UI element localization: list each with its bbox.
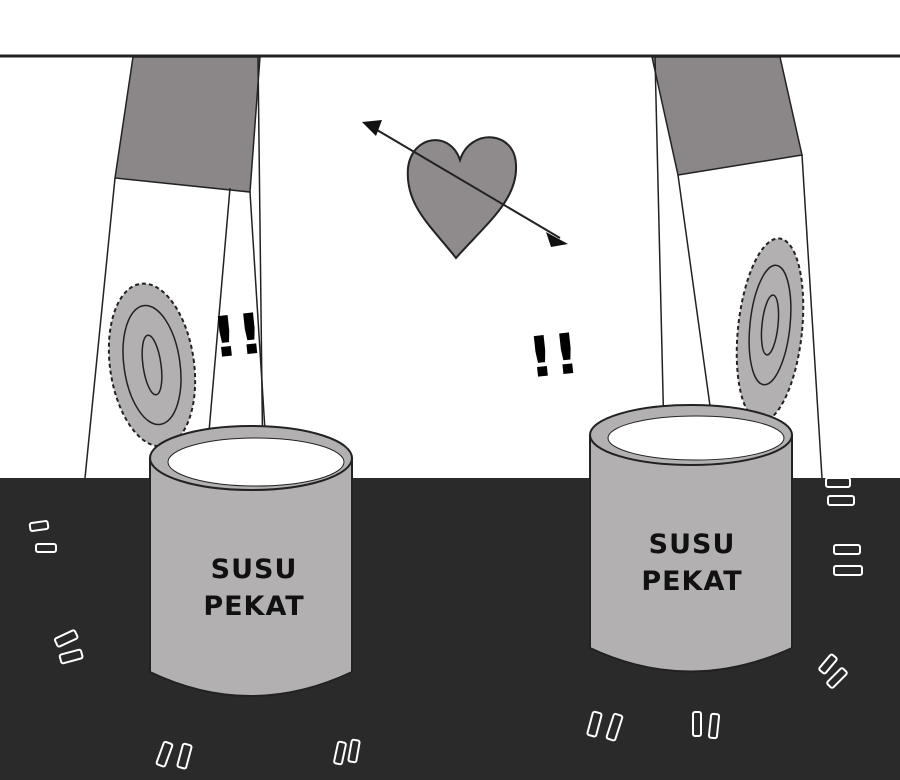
left-can-label-line1: SUSU xyxy=(211,554,298,585)
motion-marks xyxy=(28,477,863,770)
exclamation-left: !! xyxy=(209,301,267,371)
left-can-label-line2: PEKAT xyxy=(203,591,304,622)
left-can: SUSU PEKAT xyxy=(149,425,353,697)
right-can: SUSU PEKAT xyxy=(589,404,793,673)
right-can-label-line2: PEKAT xyxy=(641,566,742,597)
exclamation-right: !! xyxy=(525,321,583,391)
left-can-lid xyxy=(107,282,197,448)
heart-with-arrow-icon xyxy=(362,120,568,260)
right-can-lid xyxy=(735,237,805,423)
right-legs xyxy=(651,56,823,479)
right-can-label-line1: SUSU xyxy=(649,529,736,560)
